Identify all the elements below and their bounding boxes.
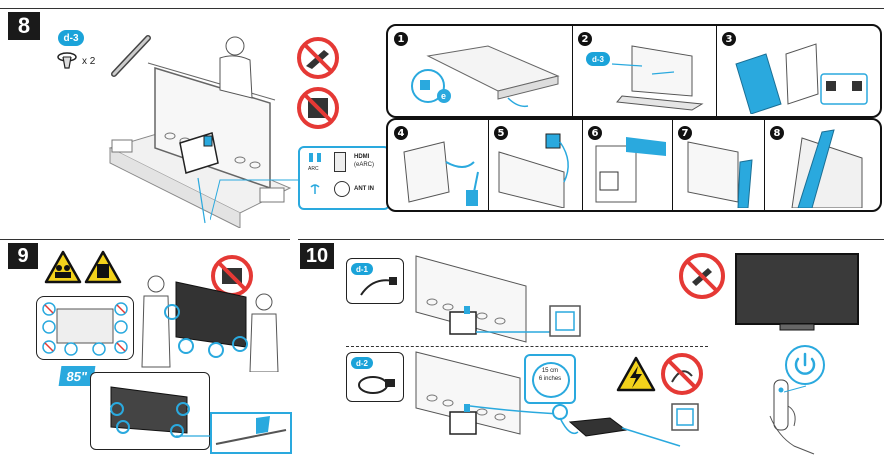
substep-7-badge: 7 [678,126,692,140]
step9-number: 9 [8,243,38,269]
remote-control-hand-illustration [769,379,815,455]
one-connect-cable-icon [358,376,395,394]
step8-part-label: d-3 [58,30,84,46]
screw-quantity: x 2 [82,56,96,67]
step8-panel-bottom: 4 5 6 7 8 [386,118,882,212]
substep-5-illustration [498,133,569,208]
substep-7-illustration [687,141,753,208]
substep-2-badge: 2 [578,32,592,46]
substep-5-cell: 5 [488,120,583,210]
detail-inset-panel [210,412,292,454]
no-knife-warning-icon [297,37,339,79]
step10-number: 10 [300,243,334,269]
ant-label: ANT IN [354,186,374,192]
distance-cm: 15 cm [541,368,559,374]
power-cable-icon [360,277,397,296]
cable-d2-label: d-2 [351,357,373,369]
substep-6-cell: 6 [582,120,673,210]
arc-label: ARC [308,166,319,172]
substep-6-badge: 6 [588,126,602,140]
tv-one-connect-illustration [415,351,699,447]
hdmi-label: HDMI [354,154,370,160]
distance-callout: 15 cm 6 inches [524,354,576,404]
substep-4-illustration [403,141,479,206]
substep-3-illustration [735,43,868,114]
substep-3-cell: 3 [716,26,880,116]
step9-top-rule [0,239,290,240]
substep-4-cell: 4 [388,120,489,210]
size-85-panel [90,372,210,450]
electric-shock-warning-icon [616,356,656,392]
distance-inches: 6 inches [538,376,562,382]
screw-icon [57,52,77,69]
substep-5-badge: 5 [494,126,508,140]
step8-top-rule [0,8,884,9]
legend-connector-line [210,179,298,221]
lift-hazard-warning-icon [84,250,122,284]
substep-3-badge: 3 [722,32,736,46]
no-press-warning-icon [297,87,339,129]
two-person-lift-warning-icon [44,250,82,284]
substep-2-illustration [612,45,704,111]
inset-connector-line [176,435,212,437]
cable-d1-box: d-1 [346,258,404,304]
no-cable-pull-warning-icon [661,353,703,395]
substep-1-badge: 1 [394,32,408,46]
substep-4-badge: 4 [394,126,408,140]
grip-points-diagram [36,296,134,360]
grip-points-tv-illustration [42,302,128,356]
no-touch-screen-warning-icon [679,253,725,299]
port-legend: ARC HDMI (eARC) ANT IN [298,146,390,210]
substep-1-cell: 1 e [388,26,573,116]
distance-coil [532,362,570,398]
finished-tv-illustration [735,253,859,331]
power-button-icon[interactable] [784,344,826,386]
antenna-icon [310,184,320,194]
substep-6-illustration [595,137,666,203]
substep-8-cell: 8 [764,120,880,210]
stand-bar-illustration [111,35,151,77]
people-carrying-tv-illustration [141,275,279,372]
substep-2-part-label: d-3 [586,52,610,66]
size-85-illustration [110,386,190,438]
step10-divider [346,346,708,347]
step8-number: 8 [8,12,40,40]
tv-in-box-illustration [108,36,292,228]
hdmi-earc-label: (eARC) [354,162,375,168]
substep-8-illustration [791,129,863,208]
step8-panel-top: 1 e 2 d-3 3 [386,24,882,118]
cable-d1-label: d-1 [351,263,373,275]
arc-port-icon [309,153,321,162]
hdmi-port-icon [334,152,346,172]
connector-e-label: e [441,91,447,101]
substep-7-cell: 7 [672,120,765,210]
cable-d2-box: d-2 [346,352,404,402]
substep-2-cell: 2 d-3 [572,26,717,116]
tv-power-connection-illustration [415,255,581,343]
substep-8-badge: 8 [770,126,784,140]
substep-1-illustration [411,45,560,108]
remote-signal-line [784,385,807,393]
step10-top-rule [298,239,884,240]
hand-grip-detail [215,416,287,445]
ant-port-icon [334,181,350,197]
